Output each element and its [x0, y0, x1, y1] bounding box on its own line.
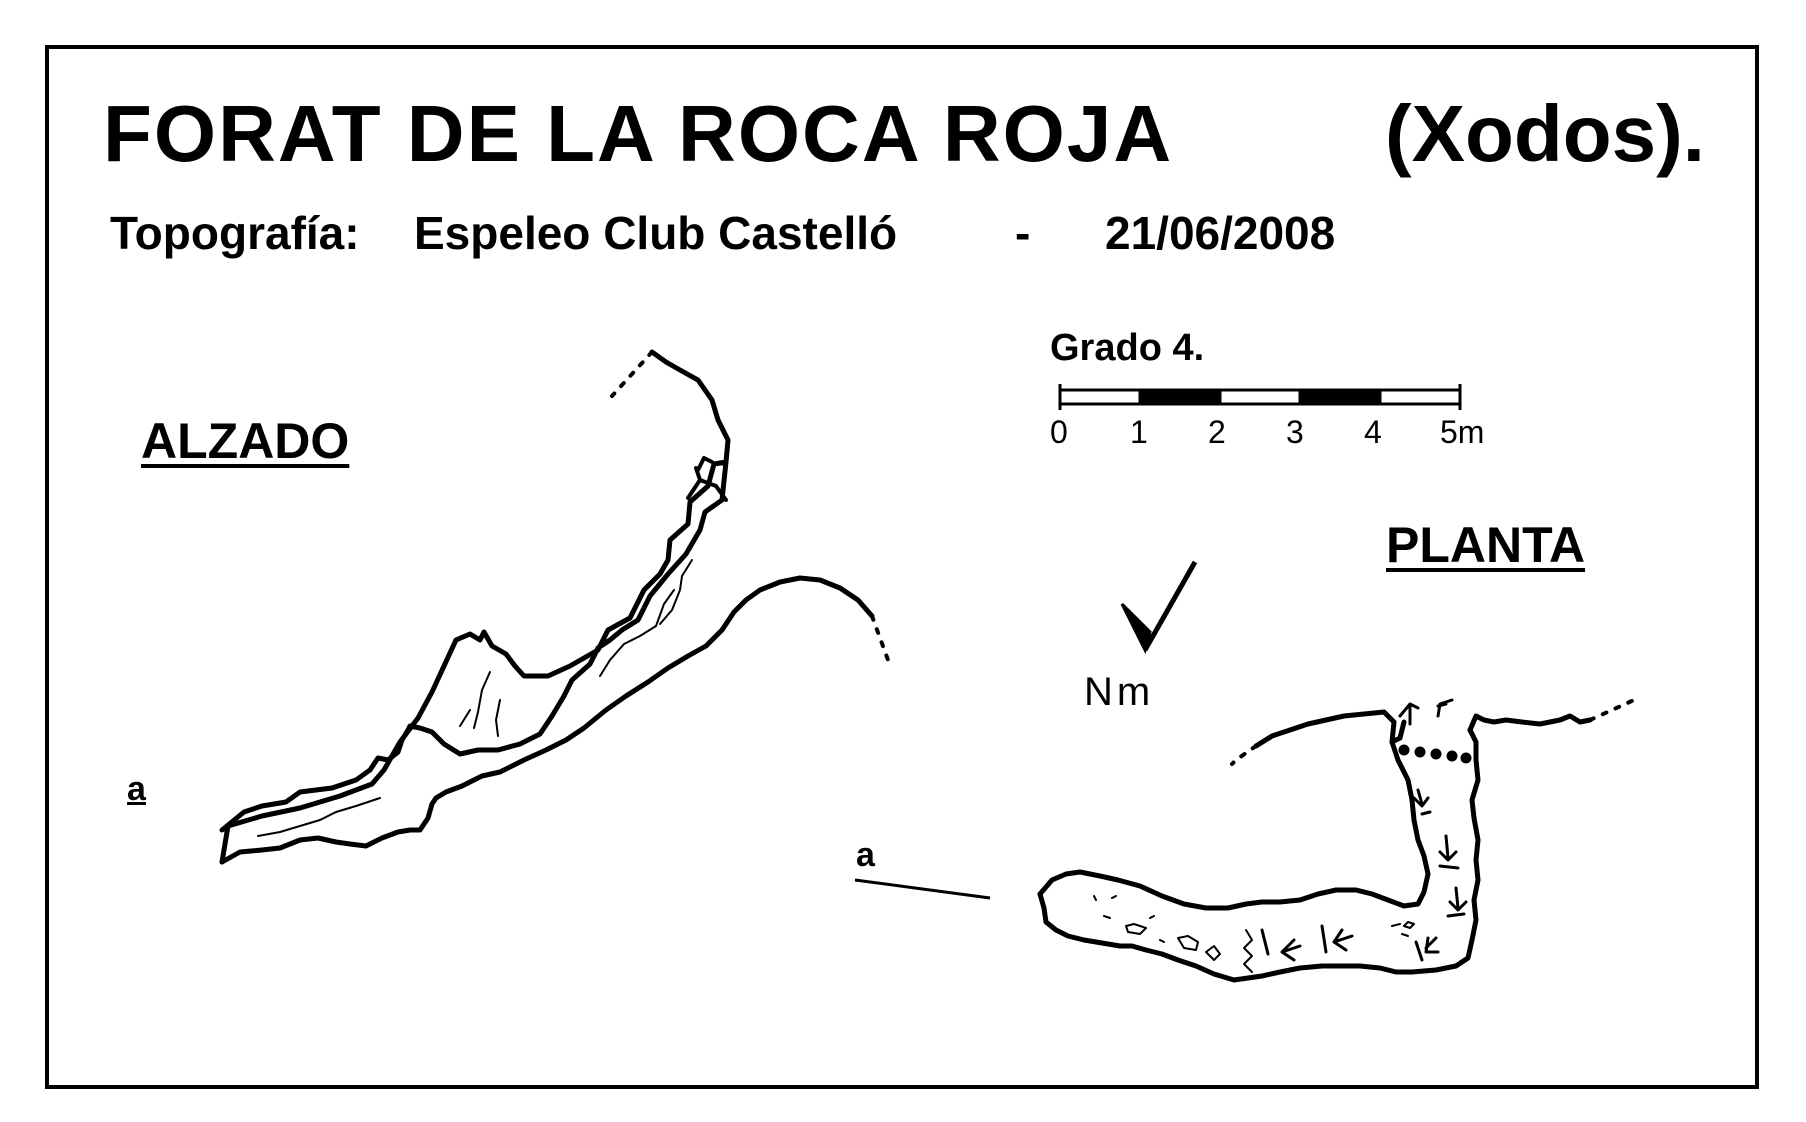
scale-tick-label: 1 — [1130, 414, 1148, 450]
subtitle-separator: - — [1015, 207, 1031, 259]
scale-tick-label: 2 — [1208, 414, 1226, 450]
scale-bar — [1058, 384, 1462, 410]
survey-grade: Grado 4. — [1050, 327, 1205, 369]
cave-name-title: FORAT DE LA ROCA ROJA — [103, 89, 1174, 178]
planta-section-mark: a — [856, 836, 875, 874]
planta-heading: PLANTA — [1386, 517, 1586, 573]
alzado-section-mark: a — [127, 770, 146, 808]
alzado-profile — [219, 349, 890, 865]
alzado-heading: ALZADO — [141, 413, 350, 469]
topography-author: Espeleo Club Castelló — [414, 207, 898, 259]
scale-tick-label: 5m — [1440, 414, 1485, 450]
magnetic-north-label: Nm — [1084, 670, 1155, 714]
north-arrow-icon — [1120, 560, 1198, 655]
scale-tick-label: 4 — [1364, 414, 1382, 450]
section-line — [854, 878, 991, 900]
scale-tick-label: 0 — [1050, 414, 1068, 450]
scale-tick-label: 3 — [1286, 414, 1304, 450]
survey-date: 21/06/2008 — [1105, 207, 1336, 259]
cave-location: (Xodos). — [1385, 89, 1705, 178]
planta-plan — [1037, 698, 1636, 983]
map-frame — [45, 45, 1759, 1089]
topography-label: Topografía: — [110, 207, 360, 259]
